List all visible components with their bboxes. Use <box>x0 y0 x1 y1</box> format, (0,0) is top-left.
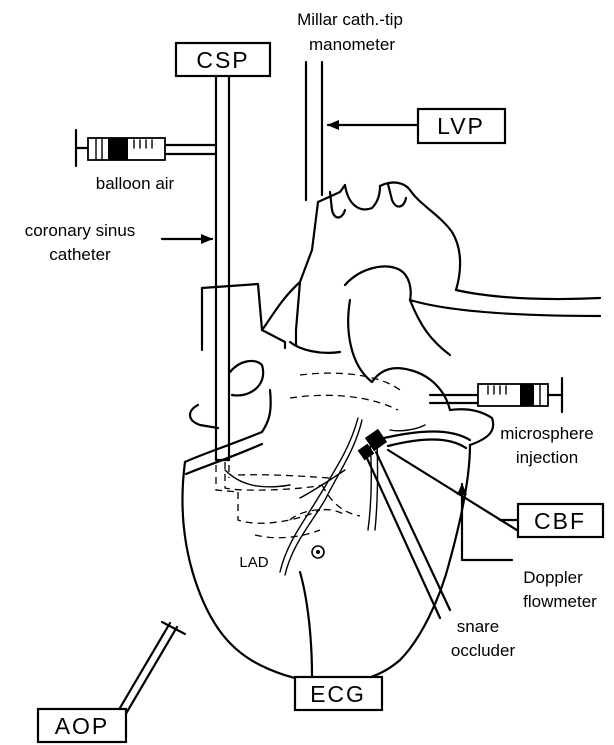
balloon-air-label: balloon air <box>96 174 175 193</box>
ecg-label: ECG <box>310 681 366 707</box>
cs-catheter-label-line1: coronary sinus <box>25 221 136 240</box>
snare-label-line1: snare <box>457 617 500 636</box>
ecg-box: ECG <box>295 677 382 710</box>
balloon-syringe-icon <box>76 130 165 166</box>
doppler-label-line2: flowmeter <box>523 592 597 611</box>
microsphere-label-line2: injection <box>516 448 578 467</box>
lvp-box: LVP <box>418 109 505 143</box>
aop-catheter <box>117 622 185 717</box>
snare-label-line2: occluder <box>451 641 516 660</box>
cbf-box: CBF <box>518 504 603 537</box>
ecg-electrode-icon <box>300 546 324 676</box>
microsphere-label-line1: microsphere <box>500 424 594 443</box>
millar-manometer-catheter <box>306 62 322 200</box>
csp-box: CSP <box>176 43 270 76</box>
cs-catheter-label-line2: catheter <box>49 245 111 264</box>
aop-box: AOP <box>38 709 126 742</box>
aop-label: AOP <box>55 713 110 739</box>
cbf-label: CBF <box>534 508 586 534</box>
lad-label: LAD <box>239 554 268 571</box>
lvp-label: LVP <box>437 113 485 139</box>
doppler-label-line1: Doppler <box>523 568 583 587</box>
balloon-air-line <box>165 145 216 154</box>
snare-occluder-line <box>366 452 450 618</box>
csp-label: CSP <box>196 47 249 73</box>
coronary-sinus-catheter <box>216 76 238 492</box>
millar-label-line2: manometer <box>309 35 395 54</box>
flow-probe-icon <box>358 429 520 532</box>
millar-label-line1: Millar cath.-tip <box>297 10 403 29</box>
